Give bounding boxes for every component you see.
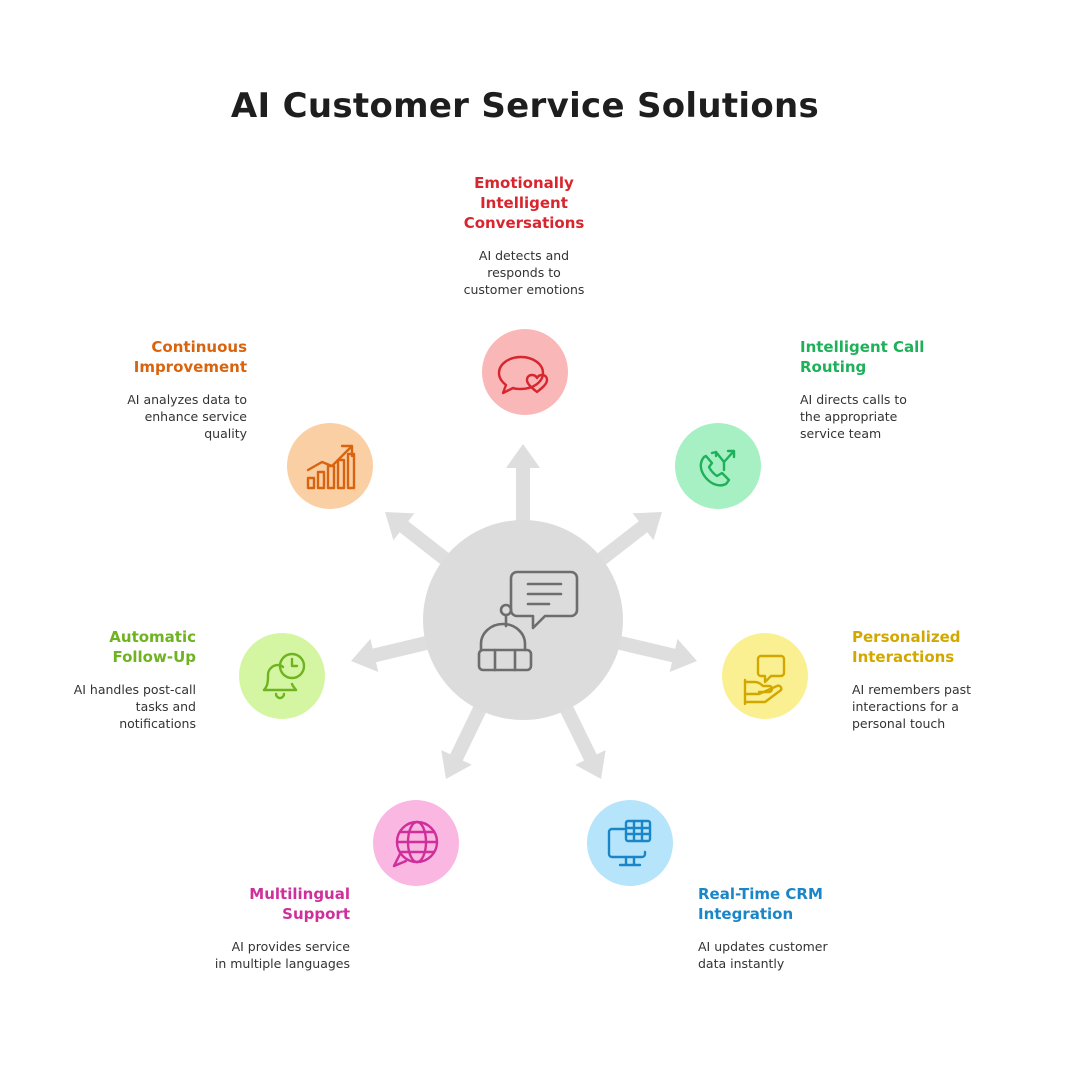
solution-description-line: quality: [204, 426, 247, 441]
growth-chart-icon: [306, 444, 356, 490]
hub-circle: [423, 520, 623, 720]
node-multilingual-support: [373, 800, 459, 886]
arrow-intelligent-call-routing: [591, 512, 662, 570]
node-real-time-crm-integration: [587, 800, 673, 886]
node-automatic-follow-up: [239, 633, 325, 719]
solution-title-line: Automatic: [109, 628, 196, 646]
label-real-time-crm-integration: Real-Time CRM Integration AI updates custo…: [698, 884, 918, 972]
solution-description-line: customer emotions: [463, 282, 585, 297]
globe-chat-icon: [392, 820, 439, 868]
solution-description-line: AI provides service: [231, 939, 350, 954]
solution-description-line: in multiple languages: [214, 956, 350, 971]
arrow-real-time-crm-integration: [557, 699, 606, 779]
solution-description: AI handles post-call tasks and notificatio…: [20, 681, 196, 732]
solution-description-line: tasks and: [135, 699, 196, 714]
solution-title-line: Routing: [800, 358, 867, 376]
solution-description: AI provides service in multiple languages: [150, 938, 350, 972]
chat-heart-icon: [497, 355, 549, 395]
solution-description-line: service team: [800, 426, 882, 441]
arrow-emotionally-intelligent-conversations: [506, 444, 540, 528]
hand-chat-icon: [743, 654, 786, 706]
solution-description-line: AI detects and: [478, 248, 570, 263]
arrow-personalized-interactions: [610, 634, 697, 672]
solution-title: Real-Time CRM Integration: [698, 884, 918, 924]
solution-description-line: data instantly: [698, 956, 785, 971]
solution-title-line: Interactions: [852, 648, 955, 666]
node-continuous-improvement: [287, 423, 373, 509]
solution-description-line: the appropriate: [800, 409, 898, 424]
solution-description-line: personal touch: [852, 716, 946, 731]
node-intelligent-call-routing: [675, 423, 761, 509]
node-circle: [587, 800, 673, 886]
node-circle: [239, 633, 325, 719]
solution-title-line: Improvement: [133, 358, 247, 376]
solution-title-line: Real-Time CRM: [698, 885, 823, 903]
solution-title-line: Follow-Up: [112, 648, 196, 666]
solution-description: AI detects and responds to customer emotio…: [424, 247, 624, 298]
bell-clock-icon: [262, 652, 306, 700]
solution-title-line: Continuous: [151, 338, 247, 356]
solution-description-line: enhance service: [144, 409, 247, 424]
solution-description: AI updates customer data instantly: [698, 938, 918, 972]
phone-routing-icon: [699, 449, 736, 487]
node-circle: [482, 329, 568, 415]
solution-title-line: Intelligent: [480, 194, 568, 212]
solution-description: AI analyzes data to enhance service qualit…: [47, 391, 247, 442]
arrow-multilingual-support: [441, 699, 490, 779]
node-circle: [675, 423, 761, 509]
solution-title-line: Support: [282, 905, 350, 923]
solution-description-line: AI analyzes data to: [127, 392, 247, 407]
node-emotionally-intelligent-conversations: [482, 329, 568, 415]
solution-title-line: Emotionally: [474, 174, 574, 192]
page-title: AI Customer Service Solutions: [230, 86, 820, 126]
solution-title-line: Integration: [698, 905, 794, 923]
solution-description-line: AI handles post-call: [73, 682, 196, 697]
solution-description-line: AI remembers past: [852, 682, 972, 697]
solution-description-line: responds to: [487, 265, 561, 280]
solution-description-line: interactions for a: [852, 699, 959, 714]
arrow-continuous-improvement: [385, 512, 455, 569]
solution-title-line: Intelligent Call: [800, 338, 925, 356]
node-personalized-interactions: [722, 633, 808, 719]
solution-description-line: notifications: [119, 716, 196, 731]
arrow-automatic-follow-up: [351, 634, 436, 672]
solution-description-line: AI updates customer: [698, 939, 828, 954]
solution-description: AI directs calls to the appropriate servic…: [800, 391, 1000, 442]
robot-chat-icon: [477, 570, 579, 672]
solution-description-line: AI directs calls to: [800, 392, 907, 407]
solution-description: AI remembers past interactions for a perso…: [852, 681, 1052, 732]
solution-title-line: Conversations: [463, 214, 585, 232]
solution-title-line: Personalized: [852, 628, 961, 646]
solution-title-line: Multilingual: [249, 885, 350, 903]
monitor-data-icon: [607, 819, 652, 867]
